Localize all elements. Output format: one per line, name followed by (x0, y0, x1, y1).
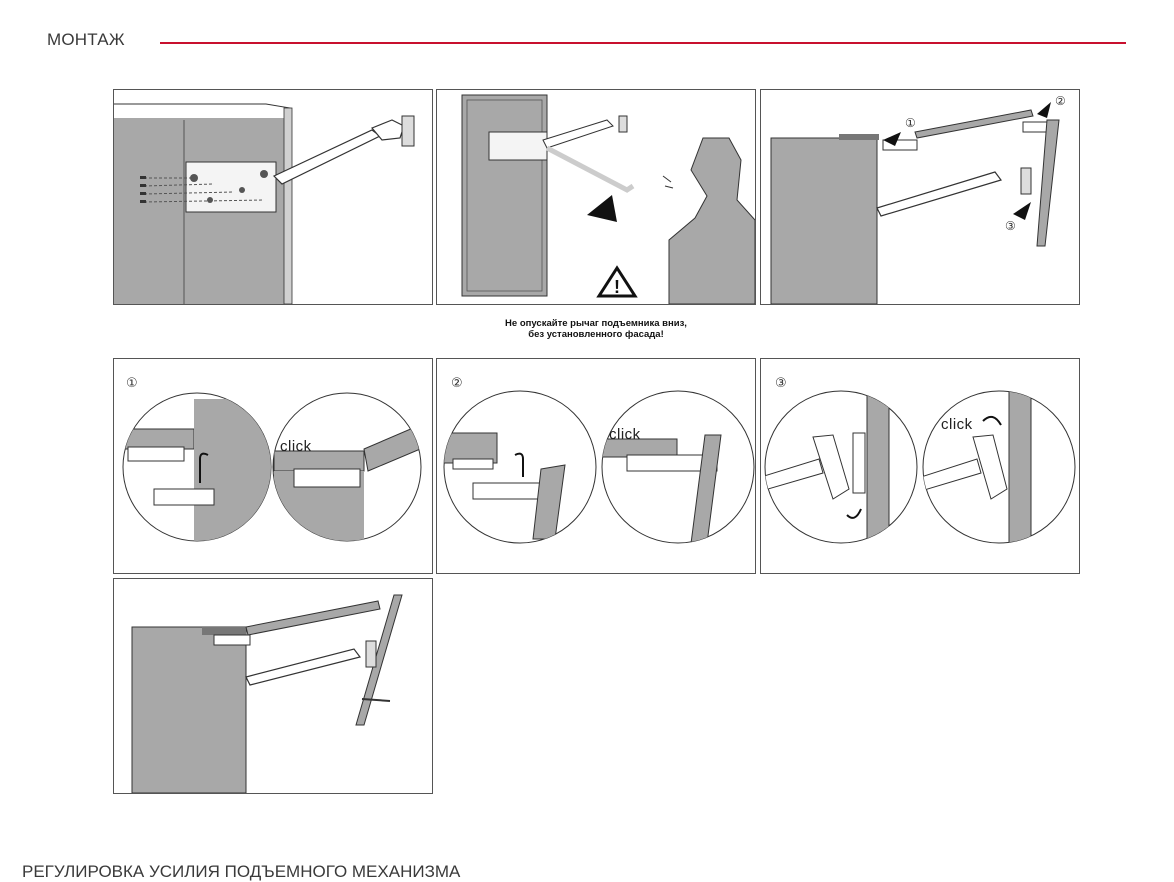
step-1-marker: ① (126, 376, 138, 391)
step-marker-3: ③ (1005, 219, 1016, 233)
step-marker-1: ① (905, 116, 916, 130)
illustration-step-3: ③ click (760, 358, 1080, 574)
warning-text: Не опускайте рычаг подъемника вниз, без … (436, 318, 756, 340)
section-title-rule (160, 42, 1126, 44)
click-label-step-2: click (609, 426, 641, 443)
step-2-marker: ② (451, 376, 463, 391)
step-3-marker: ③ (775, 376, 787, 391)
section-title-montage: МОНТАЖ (47, 30, 125, 49)
illustration-step-2: ② click (436, 358, 756, 574)
click-label-step-1: click (280, 438, 312, 455)
illustration-assembled (113, 578, 433, 794)
section-title-force-adjustment: РЕГУЛИРОВКА УСИЛИЯ ПОДЪЕМНОГО МЕХАНИЗМА (22, 862, 461, 881)
illustration-mount-to-cabinet (113, 89, 433, 305)
illustration-lever-warning: ! (436, 89, 756, 305)
illustration-step-1: ① click (113, 358, 433, 574)
step-marker-2: ② (1055, 94, 1066, 108)
click-label-step-3: click (941, 416, 973, 433)
svg-text:!: ! (614, 277, 620, 297)
warning-line-2: без установленного фасада! (528, 329, 664, 340)
illustration-attach-facade: ① ② ③ (760, 89, 1080, 305)
warning-line-1: Не опускайте рычаг подъемника вниз, (505, 318, 687, 329)
